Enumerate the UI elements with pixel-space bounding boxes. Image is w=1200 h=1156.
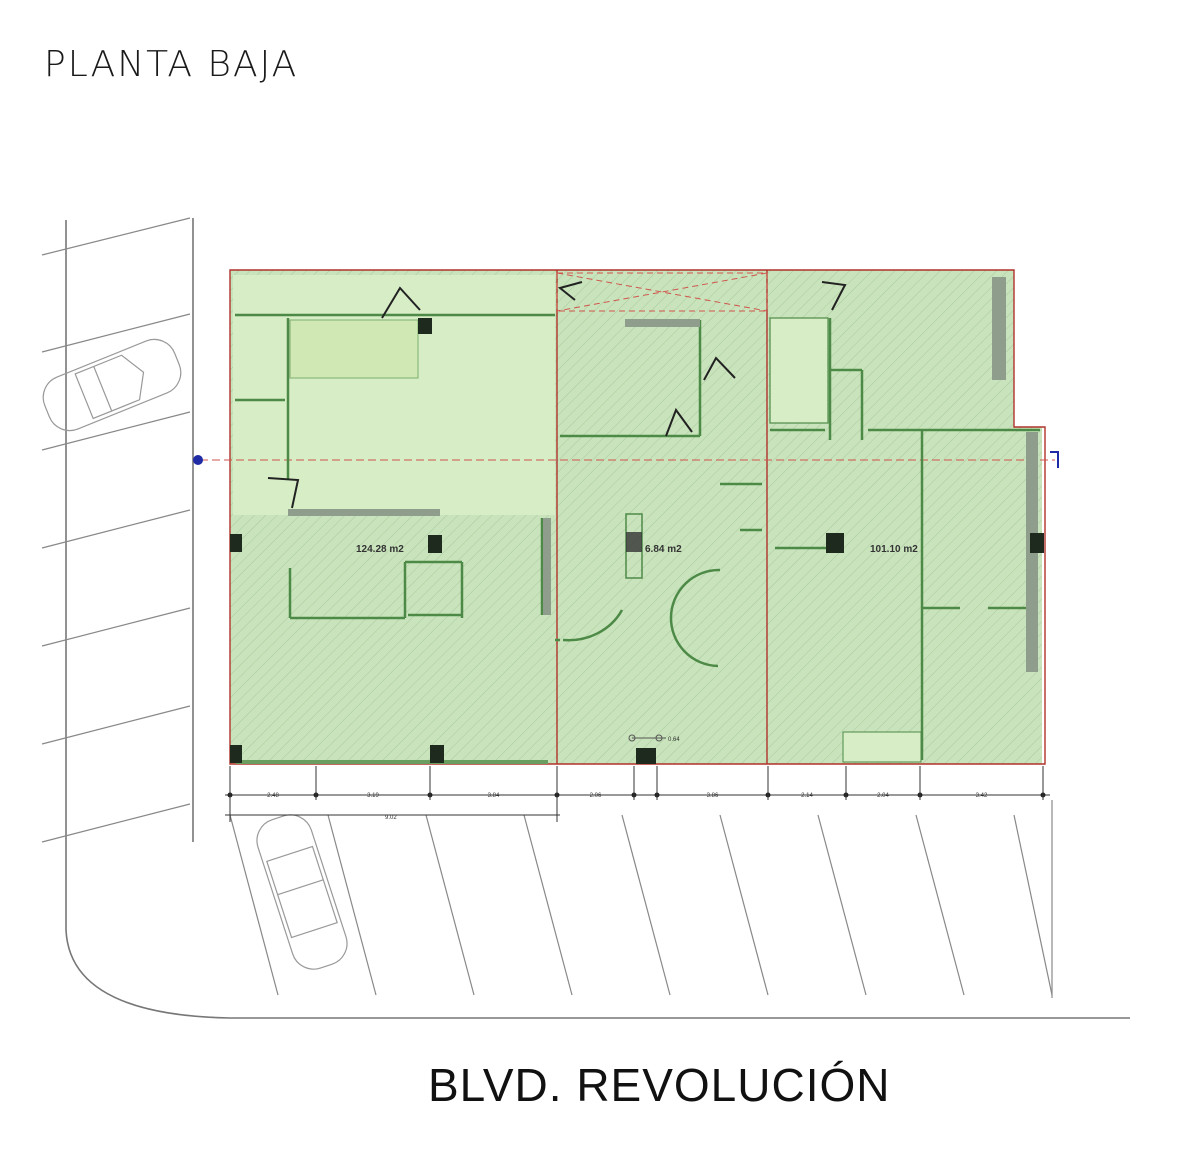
plan-title: PLANTA BAJA [44,44,299,85]
unit-3-service-room [769,317,829,424]
dimension-label: 2.48 [267,793,279,799]
dimension-ticks [227,766,1046,800]
entry-marker: 0.64 [628,734,680,743]
car-bottom [256,814,348,970]
dimension-row-1 [225,768,1050,822]
central-fixture [625,513,643,579]
unit-2-fill [557,270,767,764]
axis-marker-right [1050,451,1059,468]
unit-outlines [229,269,1046,765]
left-parking-stripes [41,217,191,843]
dimension-total-label: 9.02 [385,815,397,821]
solid-walls [236,277,1038,764]
curved-partitions [562,568,721,668]
dimension-label: 2.04 [877,793,889,799]
dimension-label: 2.06 [590,793,602,799]
axis-marker-left [193,455,203,465]
void-crossing [556,272,768,312]
unit-1-inner-room [289,319,419,379]
structural-columns [230,318,1044,764]
dimension-label: 3.42 [976,793,988,799]
car-left [42,338,182,432]
street-name: BLVD. REVOLUCIÓN [428,1059,891,1111]
axis-line [193,451,1059,468]
dimension-labels: 2.48 3.19 3.84 2.06 3.86 2.14 2.04 3.42 [267,793,988,799]
unit-3-counter [842,731,922,763]
bottom-parking-stripes [229,800,1053,998]
corner-curb-curve [65,929,231,1019]
unit-3-lower-fill [767,427,1042,764]
interior-walls [235,313,1040,760]
dimension-label: 3.19 [367,793,379,799]
street-lines [65,218,1130,1019]
door-swings [267,281,847,509]
unit-2-area-label: 6.84 m2 [645,544,682,555]
unit-3-area-label: 101.10 m2 [870,544,918,555]
dimension-label: 3.86 [707,793,719,799]
dimension-label: 2.14 [801,793,813,799]
dimension-label: 3.84 [488,793,500,799]
building-fills [230,270,1042,764]
entry-note: 0.64 [668,737,680,743]
unit-1-area-label: 124.28 m2 [356,544,404,555]
